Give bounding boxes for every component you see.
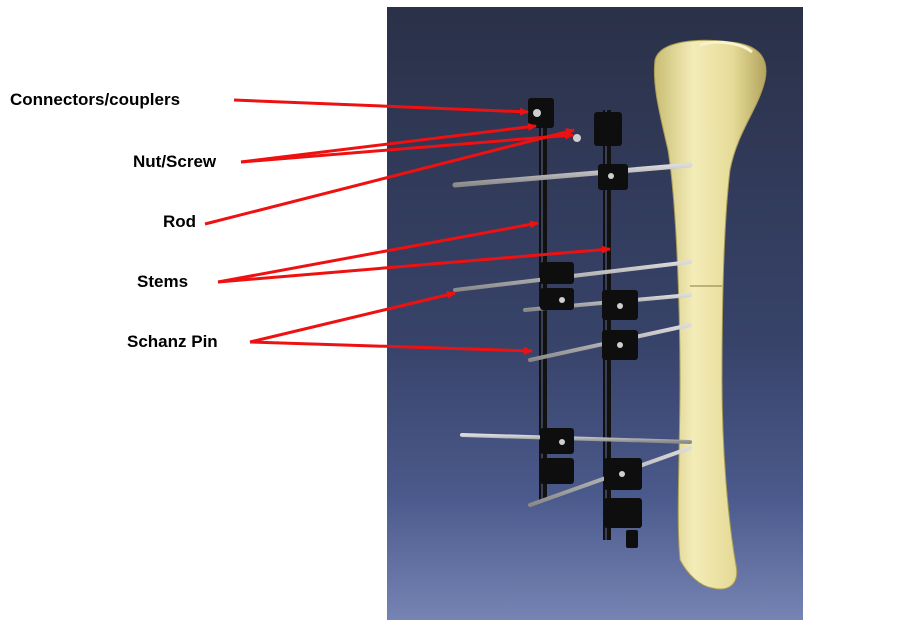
nut-8	[619, 471, 625, 477]
clamp-top-right	[594, 112, 622, 146]
nut-5	[617, 303, 623, 309]
label-schanz-pin: Schanz Pin	[127, 332, 218, 352]
clamp-low-left-a	[540, 428, 574, 454]
nut-2	[573, 134, 581, 142]
rod-end-cap	[626, 530, 638, 548]
nut-7	[559, 439, 565, 445]
label-stems: Stems	[137, 272, 188, 292]
clamp-mid-left-b	[540, 288, 574, 310]
clamp-low-left-b	[540, 458, 574, 484]
label-nut-screw: Nut/Screw	[133, 152, 216, 172]
nut-6	[617, 342, 623, 348]
label-rod: Rod	[163, 212, 196, 232]
clamp-mid-left-a	[540, 262, 574, 284]
clamp-low-right-b	[604, 498, 642, 528]
nut-1	[533, 109, 541, 117]
nut-3	[608, 173, 614, 179]
label-connectors-couplers: Connectors/couplers	[10, 90, 180, 110]
nut-4	[559, 297, 565, 303]
